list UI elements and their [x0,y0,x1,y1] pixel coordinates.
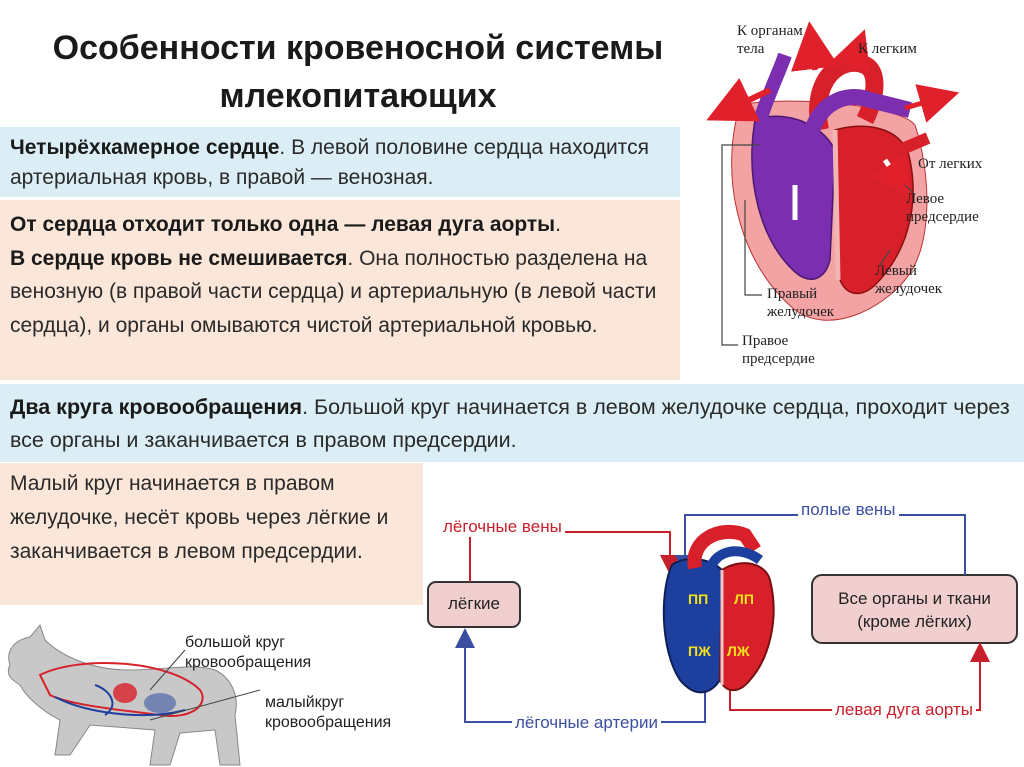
small-circle-text: Малый круг начинается в правом желудочке… [10,472,389,563]
label-small-circle-1: малыйкруг [265,694,345,711]
four-chamber-text: . В левой половине сердца находится арте… [10,136,649,189]
label-from-lungs: От легких [918,156,983,172]
no-mixing-heading: В сердце кровь не смешивается [10,246,348,270]
label-left-atrium-2: предсердие [906,209,979,225]
label-to-organs-2: тела [737,41,765,57]
label-left-atrium-1: Левое [906,191,945,207]
aorta-dot: . [555,213,561,236]
aorta-block: От сердца отходит только одна — левая ду… [0,200,680,380]
lungs-box [427,581,521,628]
label-to-organs: К органам тела [737,22,803,58]
label-ra: ПП [688,591,709,607]
label-vena-cava: полые вены [798,500,899,520]
label-rv: ПЖ [688,643,711,659]
label-organs-2: (кроме лёгких) [857,612,972,631]
label-pulmonary-veins: лёгочные вены [440,517,565,537]
arrow-to-lungs-right [904,84,960,123]
label-right-ventricle-1: Правый [767,286,818,302]
label-lv: ЛЖ [727,643,750,659]
label-lungs: лёгкие [448,594,500,613]
label-small-circle-2: кровообращения [265,714,392,731]
label-left-ventricle-1: Левый [875,263,917,279]
arrow-up-aorta [791,21,839,72]
page-title: Особенности кровеносной системы млекопит… [0,24,716,120]
label-big-circle-1: большой круг [185,634,286,651]
organs-box [811,574,1018,644]
label-organs-1: Все органы и ткани [838,589,991,608]
circulation-scheme [427,514,1018,723]
two-circles-block: Два круга кровообращения. Большой круг н… [0,384,1024,462]
label-left-atrium: Левое предсердие [906,190,979,226]
label-big-circle: большой круг кровообращения [185,633,311,673]
animal-circulation-diagram [7,623,260,766]
label-right-atrium-2: предсердие [742,351,815,367]
label-right-atrium-1: Правое [742,333,789,349]
label-big-circle-2: кровообращения [185,654,312,671]
scheme-heart-right [662,558,724,694]
aorta-heading: От сердца отходит только одна — левая ду… [10,213,556,236]
scheme-heart-left [718,562,775,692]
label-left-ventricle: Левый желудочек [875,262,942,298]
no-mixing-text: . Она полностью разделена на венозную (в… [10,246,657,337]
label-to-lungs: К легким [858,41,917,57]
label-left-ventricle-2: желудочек [875,281,943,297]
label-right-ventricle: Правый желудочек [767,285,834,321]
label-right-atrium: Правое предсердие [742,332,815,368]
pulmonary-trunk [802,88,912,142]
title-line-2: млекопитающих [219,77,497,115]
arrow-to-organs [706,78,772,122]
label-pulmonary-arteries: лёгочные артерии [512,713,661,733]
two-circles-text: . Большой круг начинается в левом желудо… [10,395,1010,452]
label-aorta: левая дуга аорты [832,700,977,720]
vena-cava [753,52,792,123]
label-right-ventricle-2: желудочек [767,304,835,320]
heart-anatomy-diagram [706,21,960,346]
title-line-1: Особенности кровеносной системы [52,29,664,67]
label-small-circle: малыйкруг кровообращения [265,693,391,733]
small-circle-block: Малый круг начинается в правом желудочке… [0,463,423,605]
four-chamber-block: Четырёхкамерное сердце. В левой половине… [0,127,680,197]
label-la: ЛП [734,591,754,607]
label-organs: Все органы и ткани (кроме лёгких) [812,587,1017,633]
four-chamber-heading: Четырёхкамерное сердце [10,136,280,159]
label-to-organs-1: К органам [737,23,803,39]
arrow-to-lungs [832,29,870,74]
two-circles-heading: Два круга кровообращения [10,395,303,419]
